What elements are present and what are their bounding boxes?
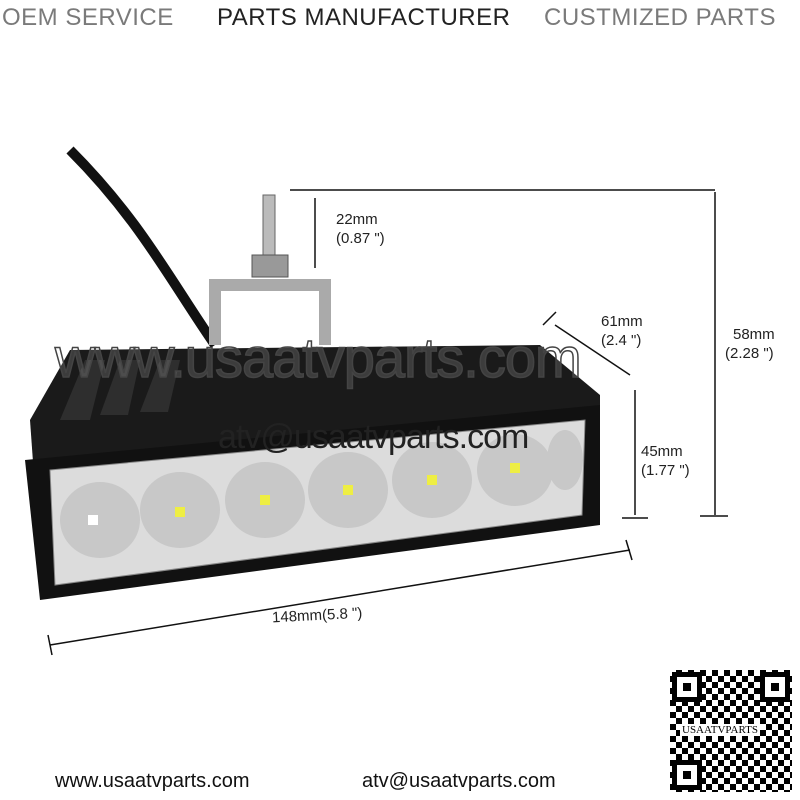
depth-label: 61mm (2.4 ") [601, 312, 643, 350]
bolt-length-label: 22mm (0.87 ") [336, 210, 385, 248]
led-array [60, 430, 583, 558]
bolt-mm: 22mm [336, 211, 378, 228]
qr-label: USAATVPARTS [680, 724, 760, 736]
body-height-inches: (1.77 ") [641, 462, 690, 479]
footer-website: www.usaatvparts.com [55, 770, 250, 792]
watermark-email: atv@usaatvparts.com [218, 418, 529, 456]
total-height-label: 58mm (2.28 ") [725, 325, 775, 363]
depth-mm: 61mm [601, 313, 643, 330]
total-height-mm: 58mm [733, 326, 775, 343]
footer-email: atv@usaatvparts.com [362, 770, 556, 792]
total-height-inches: (2.28 ") [725, 345, 774, 362]
dimension-lines [47, 189, 728, 656]
depth-inches: (2.4 ") [601, 332, 642, 349]
header-parts-manufacturer: PARTS MANUFACTURER [217, 4, 511, 31]
header-customized-parts: CUSTMIZED PARTS [544, 4, 776, 31]
mounting-bracket [209, 279, 331, 345]
mounting-bolt [262, 194, 276, 261]
body-height-label: 45mm (1.77 ") [641, 442, 690, 480]
power-cable [66, 146, 220, 348]
bolt-inches: (0.87 ") [336, 230, 385, 247]
qr-code: USAATVPARTS [668, 668, 794, 794]
header-oem-service: OEM SERVICE [2, 4, 174, 31]
body-height-mm: 45mm [641, 443, 683, 460]
bolt-nut [251, 254, 289, 278]
watermark-website: www.usaatvparts.com [54, 325, 582, 390]
